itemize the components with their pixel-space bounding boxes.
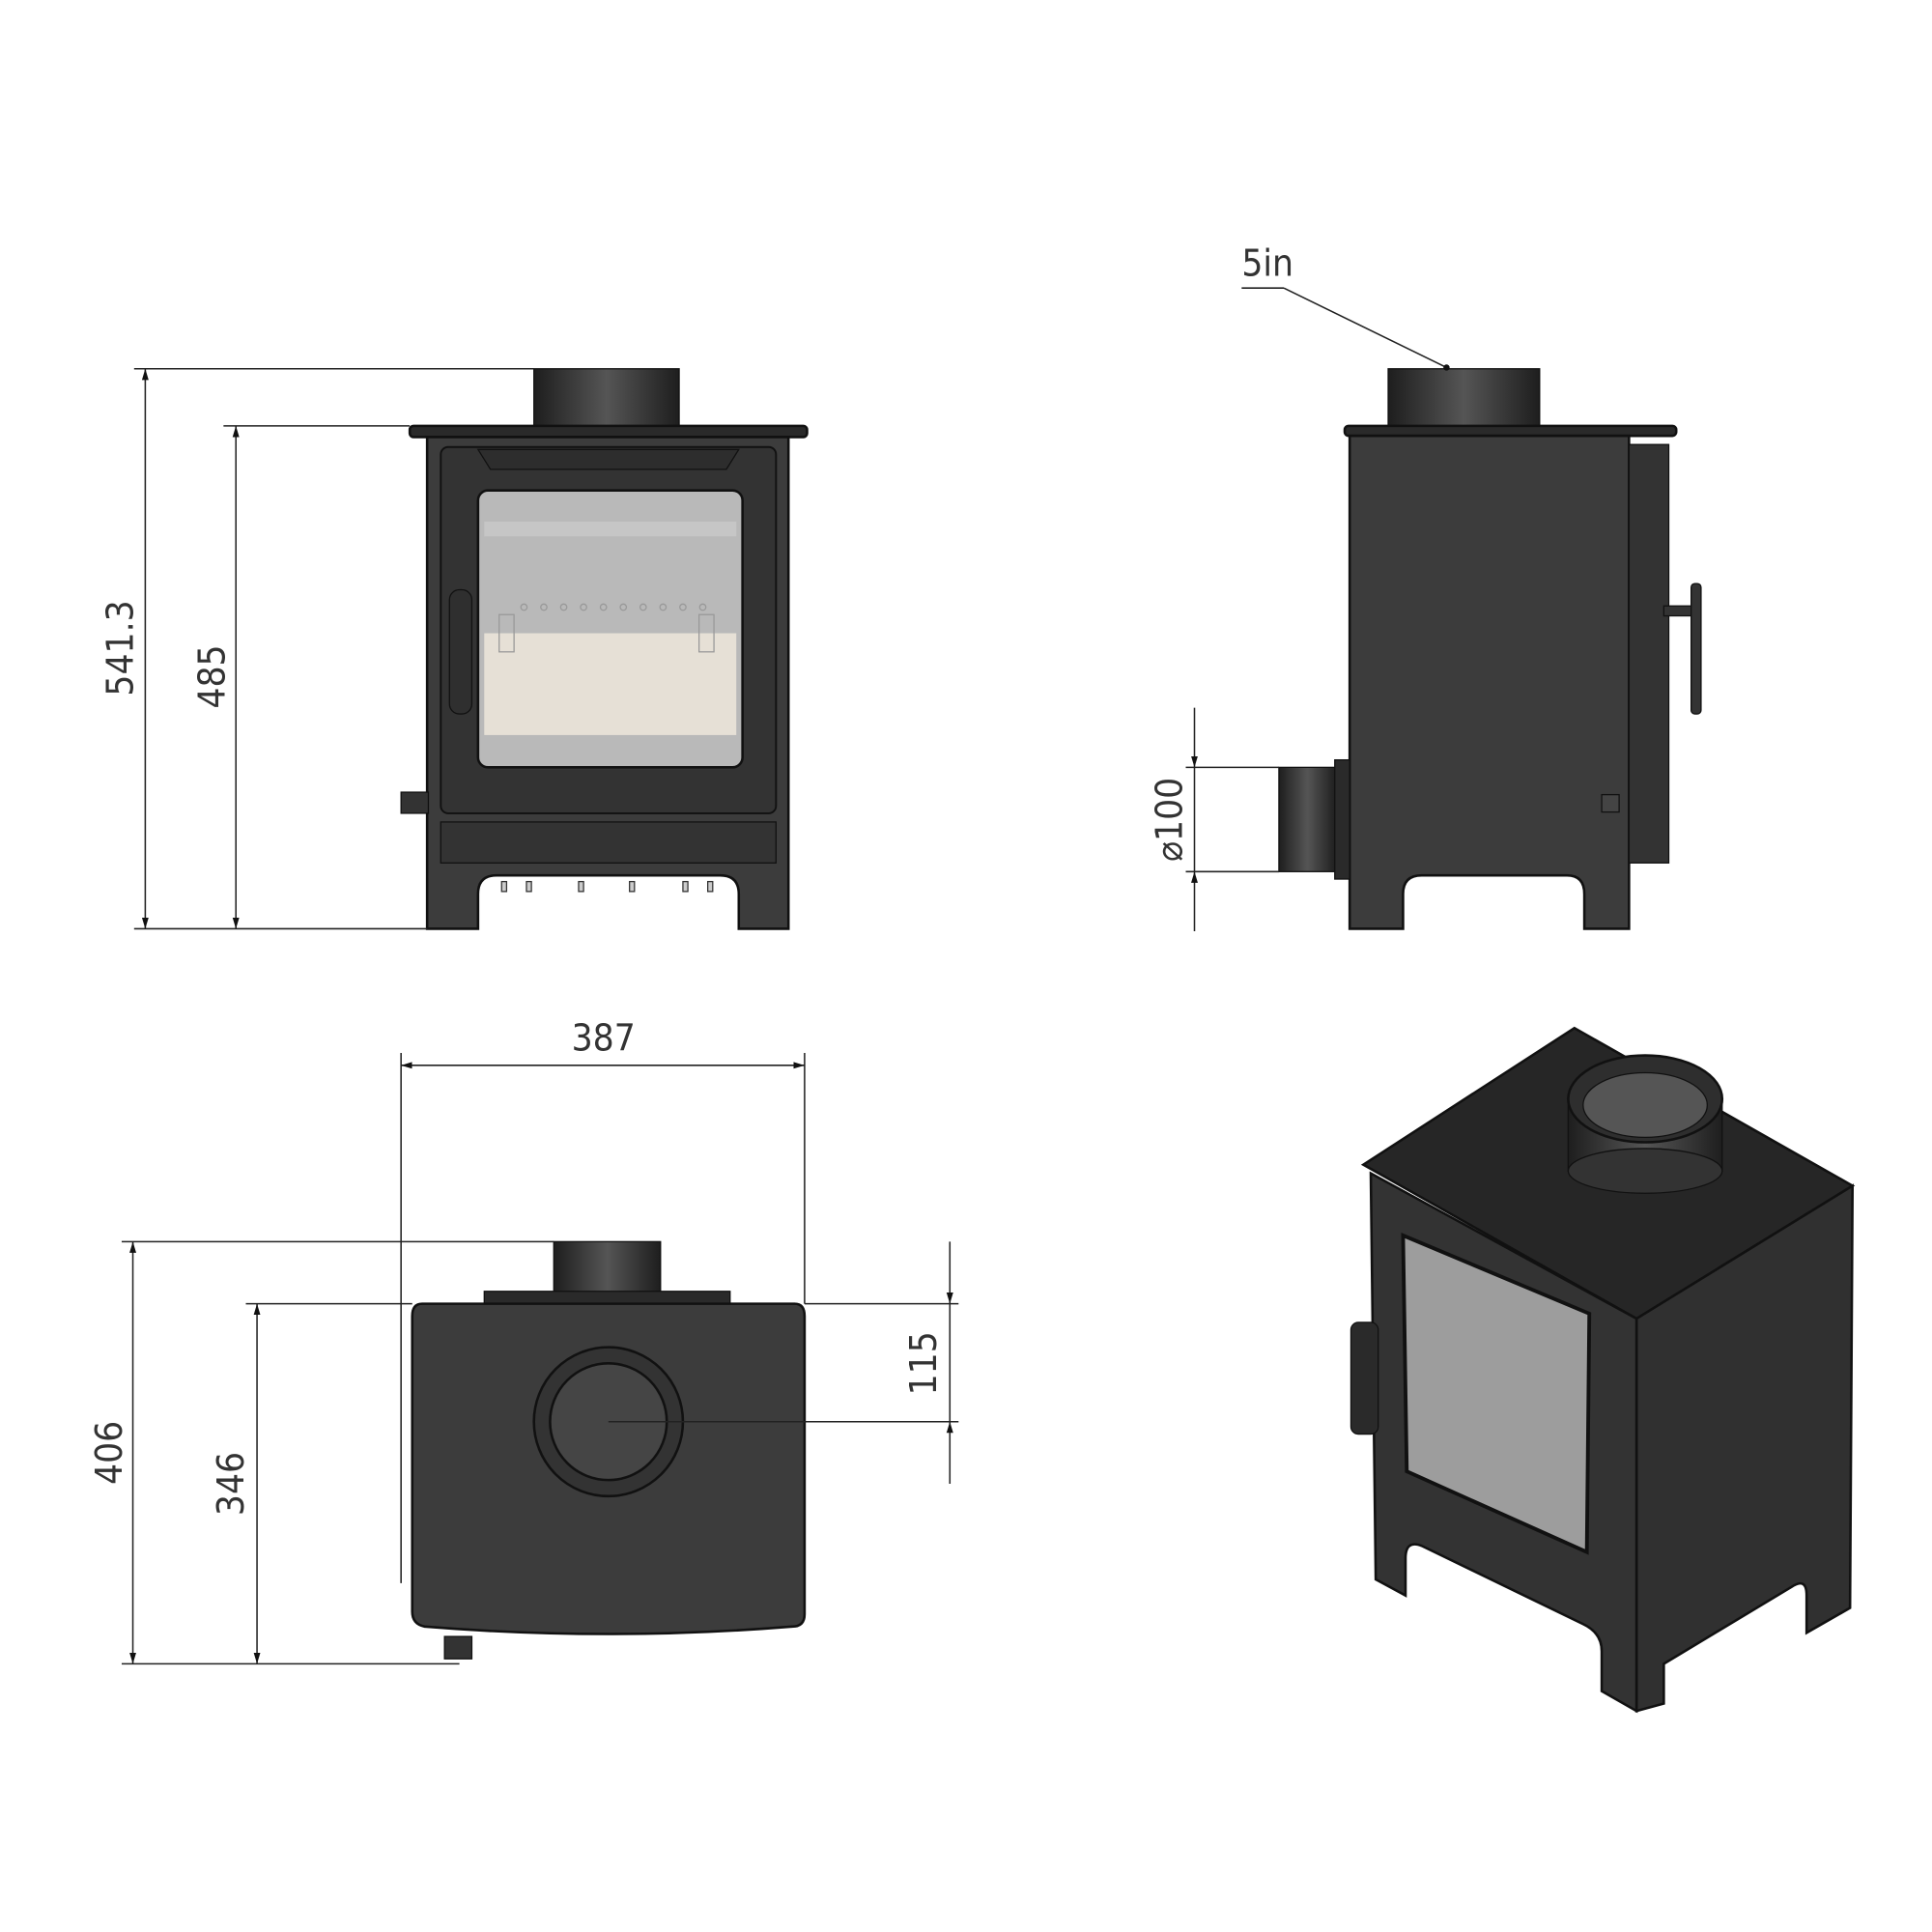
- door-edge: [1628, 443, 1670, 864]
- flue-collar: [533, 368, 680, 427]
- rear-outlet-collar: [1334, 758, 1350, 880]
- air-vent: [476, 448, 740, 470]
- air-control-knob: [443, 1635, 473, 1660]
- grate-holes: [498, 603, 715, 653]
- iso-door-handle: [1350, 1321, 1379, 1435]
- width-label: 387: [572, 1016, 636, 1060]
- flue-collar: [1387, 368, 1541, 427]
- control-knob: [1601, 793, 1620, 813]
- top-plate: [1343, 424, 1678, 438]
- side-view: 5in ⌀100: [1149, 242, 1702, 932]
- iso-door-glass: [1401, 1232, 1592, 1555]
- flue-collar: [553, 1240, 662, 1298]
- body-depth-label: 346: [210, 1452, 253, 1516]
- top-plate: [408, 424, 809, 439]
- door-handle: [448, 588, 473, 715]
- riddler-pins: [500, 880, 714, 893]
- isometric-view: [1350, 1026, 1856, 1714]
- stove-body: [1348, 434, 1631, 930]
- firebrick: [484, 633, 737, 735]
- iso-side-face: [1634, 1183, 1855, 1713]
- front-view: 541.3 485: [99, 367, 809, 930]
- flue-size-label: 5in: [1241, 242, 1293, 285]
- overall-height-label: 541.3: [99, 600, 143, 696]
- ash-panel: [440, 821, 777, 864]
- door-handle: [1690, 582, 1702, 715]
- door-top-edge: [483, 1291, 731, 1305]
- outlet-diameter-label: ⌀100: [1149, 778, 1192, 862]
- top-view: 387 406 346 115: [88, 1016, 959, 1665]
- handle-stem: [1662, 605, 1696, 617]
- body-height-label: 485: [191, 644, 235, 708]
- flue-offset-label: 115: [902, 1331, 946, 1395]
- baffle: [484, 521, 737, 537]
- rear-outlet: [1278, 766, 1337, 872]
- flue-leader-line: [1283, 287, 1447, 369]
- overall-depth-label: 406: [88, 1421, 131, 1485]
- air-control-knob: [400, 791, 430, 814]
